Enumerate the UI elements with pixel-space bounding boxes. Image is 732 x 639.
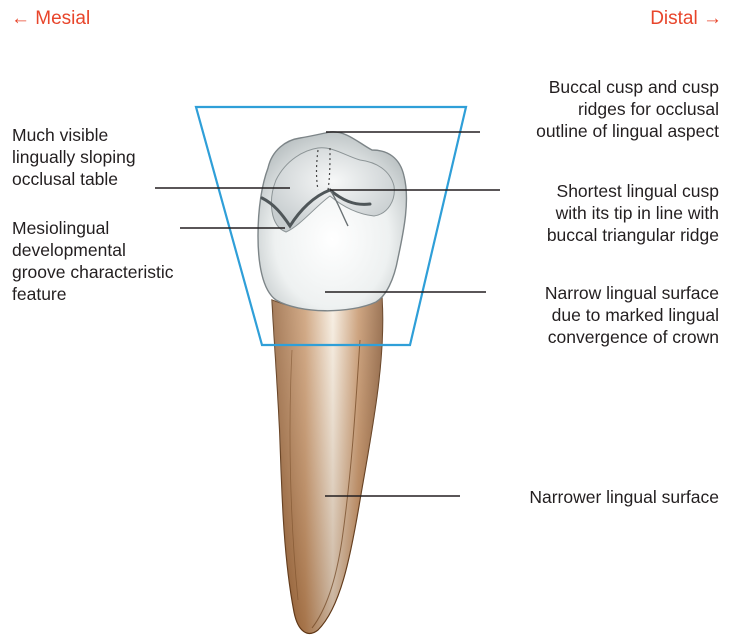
distal-direction-label: Distal → — [650, 8, 722, 30]
label-narrow-lingual-surface: Narrow lingual surface due to marked lin… — [545, 282, 719, 348]
label-mesiolingual-groove: Mesiolingual developmental groove charac… — [12, 217, 173, 305]
label-buccal-cusp: Buccal cusp and cusp ridges for occlusal… — [536, 76, 719, 142]
mesial-direction-label: ← Mesial — [11, 8, 90, 30]
label-occlusal-table: Much visible lingually sloping occlusal … — [12, 124, 136, 190]
label-narrower-lingual-surface: Narrower lingual surface — [529, 486, 719, 508]
label-shortest-lingual-cusp: Shortest lingual cusp with its tip in li… — [547, 180, 719, 246]
